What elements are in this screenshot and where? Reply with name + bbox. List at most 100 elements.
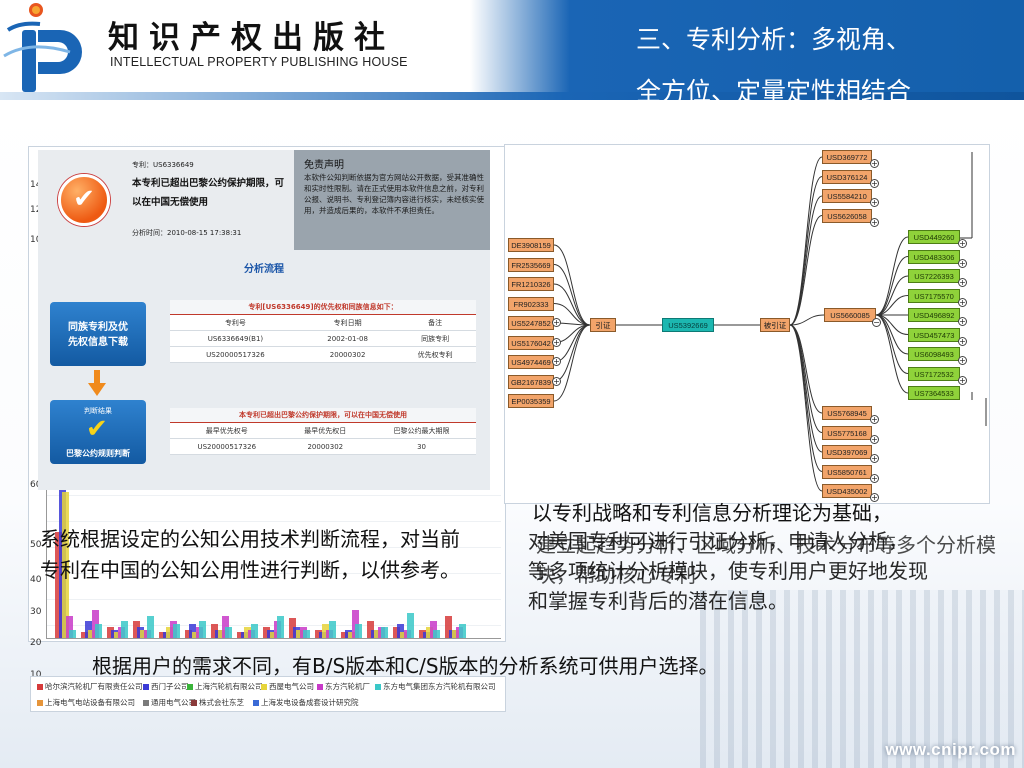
citing-patent-node[interactable]: USD397069 [822, 445, 872, 459]
cited-patent-node[interactable]: FR2535669 [508, 257, 554, 272]
expand-node-icon[interactable]: + [870, 493, 879, 502]
building-background-image [700, 590, 1024, 768]
axis-tick-label: 50 [30, 540, 42, 550]
disclaimer-title: 免责声明 [304, 160, 344, 171]
tree-edge [789, 324, 823, 472]
cited-patent-node[interactable]: GB2167839 [508, 374, 554, 389]
tree-edge [875, 275, 909, 316]
chart-bar [355, 624, 363, 638]
chart-bar [195, 626, 203, 638]
cited-patent-node[interactable]: US5247852 [508, 316, 554, 330]
expand-node-icon[interactable]: + [958, 336, 967, 346]
slide-title-line-1: 三、专利分析：多视角、 [636, 25, 912, 54]
caption-bottom: 根据用户的需求不同，有B/S版本和C/S版本的分析系统可供用户选择。 [92, 654, 719, 678]
tree-edge [553, 244, 591, 326]
chart-bar [370, 629, 378, 638]
expand-node-icon[interactable]: + [870, 454, 879, 463]
chart-bar [403, 629, 411, 638]
expand-node-icon[interactable]: + [870, 473, 879, 483]
analysis-time: 分析时间：2010-08-15 17:38:31 [132, 229, 242, 237]
tree-edge [553, 264, 591, 326]
expand-node-icon[interactable]: + [958, 356, 967, 365]
chart-bar [237, 632, 244, 638]
expand-node-icon[interactable]: + [958, 297, 967, 307]
center-patent-node[interactable]: US5392669 [662, 318, 714, 332]
cited-patent-node[interactable]: EP0035359 [508, 394, 554, 408]
priority-table-caption: 专利[US6336649]的优先权和同族信息如下： [170, 300, 476, 315]
cited-patent-node[interactable]: US5176042 [508, 335, 554, 350]
table-cell: US20000517326 [170, 438, 284, 455]
legend-item: 株式会社东芝 [191, 697, 244, 708]
chart-bar [325, 629, 333, 638]
analysis-flow-title: 分析流程 [244, 264, 284, 275]
patent-number-label: 专利：US6336649 [132, 161, 194, 169]
expand-node-icon[interactable]: + [958, 258, 967, 268]
citing-patent-node[interactable]: US5775168 [822, 425, 872, 440]
checkmark-icon: ✔ [86, 414, 108, 444]
second-level-citing-node[interactable]: USD483306 [908, 249, 960, 264]
citing-patent-node[interactable]: US5626058 [822, 208, 872, 223]
expand-node-icon[interactable]: + [958, 317, 967, 326]
chart-bar [140, 629, 148, 638]
tree-edge [875, 295, 909, 316]
expand-node-icon[interactable]: + [552, 357, 561, 366]
legend-label: 上海电气电站设备有限公司 [45, 698, 135, 707]
second-level-citing-node[interactable]: US6098493 [908, 347, 960, 361]
axis-tick-label: 10 [30, 235, 42, 245]
collapse-node-icon[interactable]: − [872, 318, 881, 327]
chart-bar [136, 626, 144, 638]
expand-node-icon[interactable]: + [870, 217, 879, 227]
second-level-citing-node[interactable]: US7175570 [908, 288, 960, 303]
disclaimer-panel: 免责声明 本软件公知判断依据为官方网站公开数据，受其准确性和实时性限制。请在正式… [294, 150, 490, 250]
cited-patent-node[interactable]: FR1210326 [508, 277, 554, 291]
expand-node-icon[interactable]: + [870, 178, 879, 188]
chart-bar [159, 632, 166, 638]
citing-patent-node[interactable]: US5850761 [822, 464, 872, 479]
expand-node-icon[interactable]: + [552, 376, 561, 386]
header-blue-panel [470, 0, 1024, 100]
chart-bar [318, 632, 326, 638]
second-level-citing-node[interactable]: USD496892 [908, 308, 960, 322]
axis-tick-label: 20 [30, 638, 42, 648]
chart-bar [266, 629, 274, 638]
expand-node-icon[interactable]: + [958, 278, 967, 287]
legend-label: 上海发电设备成套设计研究院 [261, 698, 359, 707]
expand-node-icon[interactable]: + [870, 434, 879, 444]
second-level-citing-node[interactable]: US7364533 [908, 386, 960, 400]
second-level-citing-node[interactable]: USD457473 [908, 327, 960, 342]
expand-node-icon[interactable]: + [958, 375, 967, 385]
chart-bar [277, 615, 285, 638]
chart-bar [289, 618, 296, 638]
cited-patent-node[interactable]: DE3908159 [508, 238, 554, 252]
expand-node-icon[interactable]: + [870, 415, 879, 424]
caption-right-overlap: 对美国专利可进行引证分析，申请人分析， 等多项统计分析模块，使专利用户更好地发现… [528, 526, 988, 616]
citing-patent-node[interactable]: US5584210 [822, 189, 872, 203]
flow-step-paris-rule[interactable]: 判断结果 ✔ 巴黎公约规则判断 [50, 400, 146, 464]
legend-label: 西门子公司 [151, 682, 189, 691]
second-level-citing-node[interactable]: US7226393 [908, 269, 960, 283]
expand-node-icon[interactable]: + [552, 318, 561, 327]
legend-item: 上海汽轮机有限公司 [187, 681, 263, 692]
second-level-citing-node[interactable]: US7172532 [908, 366, 960, 381]
table-row: US6336649(B1) 2002-01-08 同族专利 [170, 330, 476, 347]
chart-bar [433, 629, 441, 638]
expand-node-icon[interactable]: + [552, 337, 561, 347]
citing-patent-node[interactable]: USD369772 [822, 150, 872, 164]
second-level-citing-node[interactable]: USD449260 [908, 230, 960, 244]
chart-bar [199, 621, 207, 638]
expand-node-icon[interactable]: + [958, 239, 967, 248]
citing-patent-node[interactable]: US5660085 [824, 308, 876, 322]
flow-step-download[interactable]: 同族专利及优先权信息下载 [50, 302, 146, 366]
citing-patent-node[interactable]: USD376124 [822, 169, 872, 184]
expand-node-icon[interactable]: + [870, 159, 879, 168]
chart-bar [114, 632, 122, 638]
chart-bar [429, 621, 437, 638]
tree-edge [789, 215, 823, 326]
cited-patent-node[interactable]: FR902333 [508, 296, 554, 311]
citing-patent-node[interactable]: USD435002 [822, 484, 872, 498]
citing-patent-node[interactable]: US5768945 [822, 406, 872, 420]
cited-patent-node[interactable]: US4974469 [508, 355, 554, 369]
legend-item: 西门子公司 [143, 681, 189, 692]
expand-node-icon[interactable]: + [870, 198, 879, 207]
legend-label: 东方汽轮机厂 [325, 682, 370, 691]
